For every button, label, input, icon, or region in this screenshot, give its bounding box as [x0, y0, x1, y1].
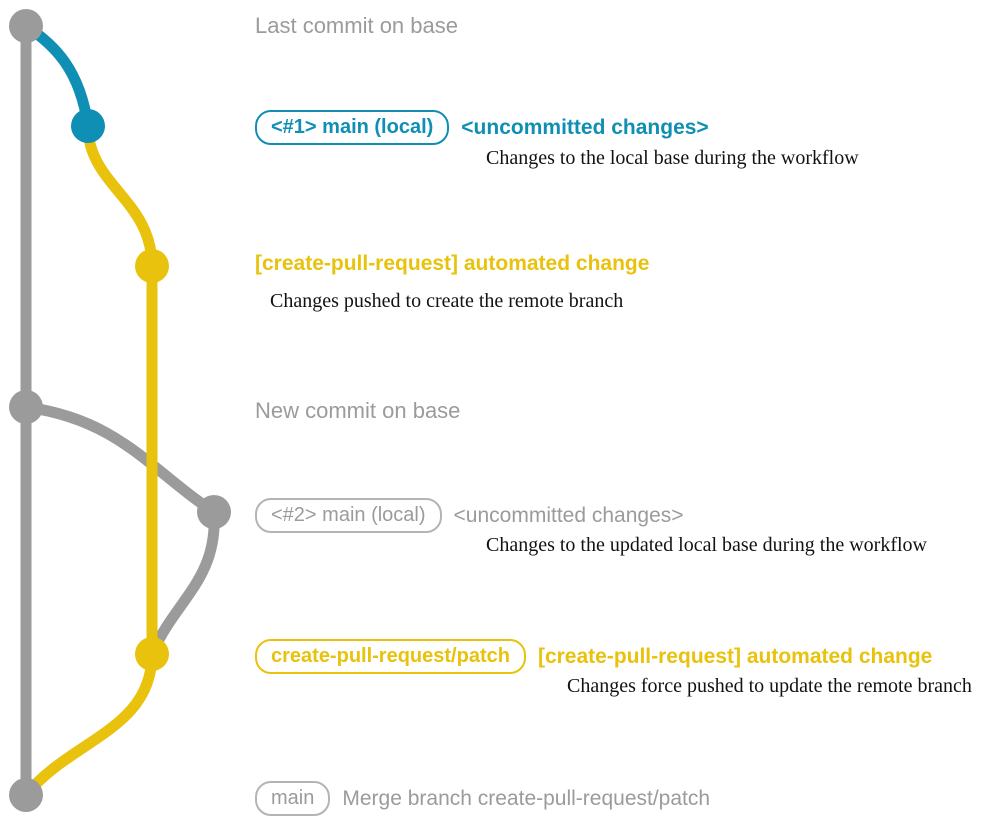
base-head-node: [9, 9, 43, 43]
commit-note-automated-change-1: Changes pushed to create the remote bran…: [270, 290, 624, 312]
ref-badge-local-2[interactable]: <#2> main (local): [255, 498, 442, 533]
edge-local1-to-patch1: [82, 120, 158, 272]
local-1-node: [71, 109, 105, 143]
commit-note-local-1: Changes to the local base during the wor…: [486, 147, 859, 169]
edge-base-to-local1: [20, 20, 94, 132]
entry-automated-change-1: [create-pull-request] automated change: [255, 253, 649, 274]
commit-subject-local-1: <uncommitted changes>: [461, 116, 709, 139]
edge-local2-to-patch2: [146, 506, 220, 660]
commit-nodes: [9, 9, 231, 812]
edge-base-to-local2: [20, 401, 220, 518]
patch-2-node: [135, 637, 169, 671]
commit-note-automated-change-2: Changes force pushed to update the remot…: [567, 675, 972, 697]
commit-subject-local-2: <uncommitted changes>: [453, 504, 684, 527]
local-2-node: [197, 495, 231, 529]
commit-note-local-2: Changes to the updated local base during…: [486, 534, 927, 556]
entry-local-1: <#1> main (local) <uncommitted changes>: [255, 110, 709, 145]
entry-merge-commit: main Merge branch create-pull-request/pa…: [255, 781, 710, 816]
heading-new-commit-on-base: New commit on base: [255, 398, 461, 423]
entry-automated-change-2: create-pull-request/patch [create-pull-r…: [255, 639, 932, 674]
base-new-node: [9, 390, 43, 424]
ref-badge-create-pull-request-patch[interactable]: create-pull-request/patch: [255, 639, 526, 674]
edge-patch2-to-merge: [20, 648, 158, 801]
ref-badge-main[interactable]: main: [255, 781, 331, 816]
heading-last-commit-on-base: Last commit on base: [255, 13, 458, 38]
ref-badge-local-1[interactable]: <#1> main (local): [255, 110, 450, 145]
patch-1-node: [135, 249, 169, 283]
entry-local-2: <#2> main (local) <uncommitted changes>: [255, 498, 684, 533]
merge-node: [9, 778, 43, 812]
commit-subject-automated-change-2: [create-pull-request] automated change: [537, 645, 933, 668]
commit-subject-automated-change-1: [create-pull-request] automated change: [255, 252, 650, 275]
commit-subject-merge: Merge branch create-pull-request/patch: [342, 787, 711, 810]
